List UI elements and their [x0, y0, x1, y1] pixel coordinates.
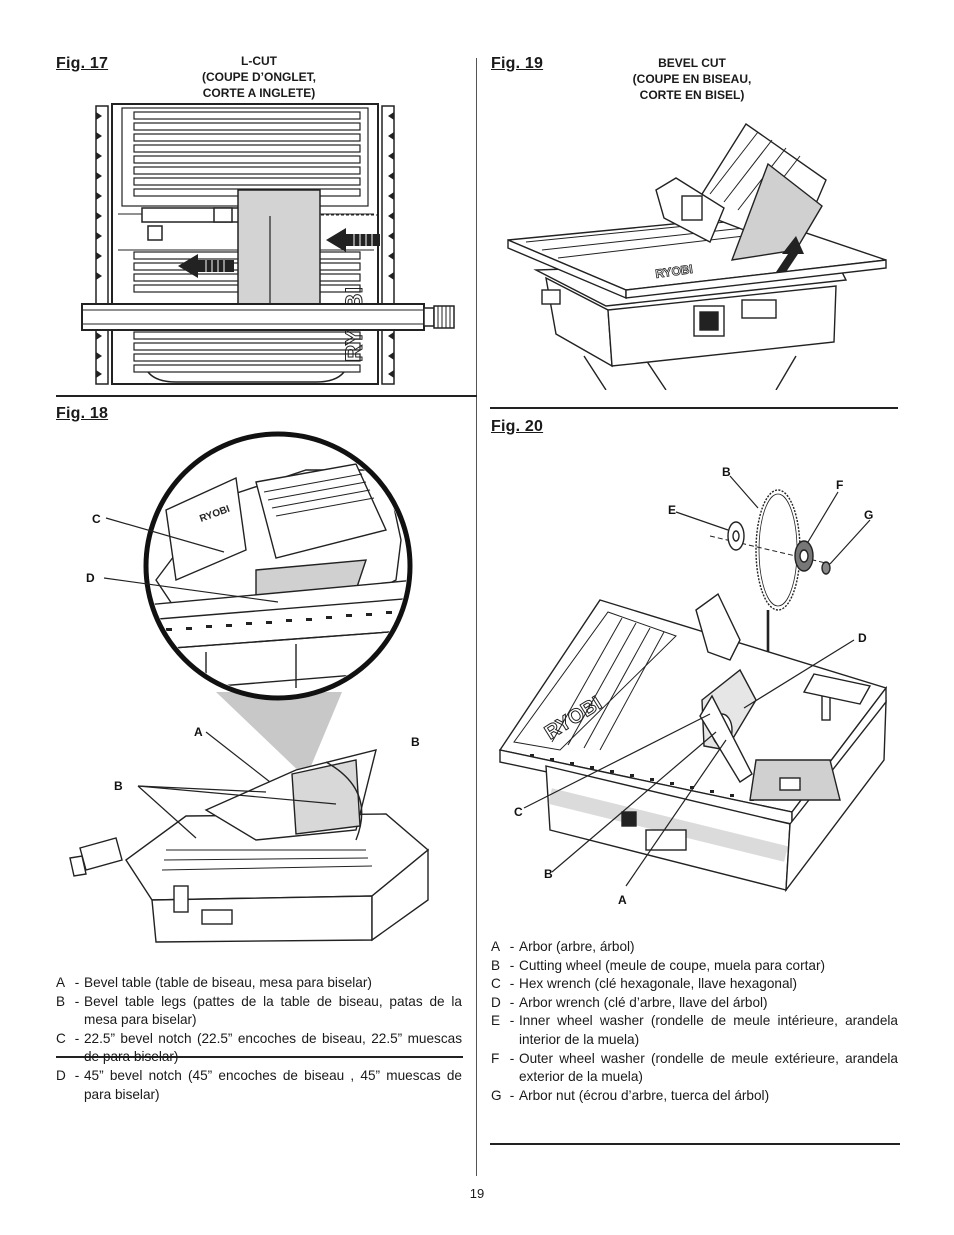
fig20-legend-item: D-Arbor wrench (clé d’arbre, llave del á…	[491, 994, 768, 1010]
fig17-caption: L-CUT (COUPE D’ONGLET, CORTE A INGLETE)	[180, 53, 338, 101]
fig18-letter-b-left: B	[114, 779, 123, 793]
fig20-leaders	[523, 475, 871, 887]
fig17-caption-line2: (COUPE D’ONGLET,	[201, 70, 316, 84]
fig18-letter-d: D	[86, 571, 95, 585]
fig18-legend-item: D-45” bevel notch (45” encoches de bisea…	[56, 1067, 462, 1102]
fig18-leaders	[103, 517, 337, 839]
svg-text:RYOBI: RYOBI	[654, 262, 693, 281]
fig20-legend-item: A-Arbor (arbre, árbol)	[491, 939, 635, 954]
center-divider	[476, 58, 477, 1176]
fig18-illustration: RYOBI	[69, 431, 430, 943]
fig18-legend-item: B-Bevel table legs (pattes de la table d…	[56, 993, 462, 1028]
fig20-label: Fig. 20	[491, 418, 544, 435]
fig20-letter-b-top: B	[722, 465, 731, 479]
fig20-letter-f: F	[836, 478, 843, 492]
fig20-letter-d: D	[858, 631, 867, 645]
fig18-label: Fig. 18	[56, 405, 109, 422]
fig20-saw: RYOBI	[498, 592, 888, 893]
fig20-illustration: RYOBI B E F G D C B	[498, 465, 888, 907]
fig17-left-rail	[95, 105, 109, 385]
fig17-right-rail	[381, 105, 395, 385]
fig17-illustration: RYOBI	[81, 103, 455, 385]
fig19-caption-line1: BEVEL CUT	[658, 56, 726, 70]
fig18-letter-b-right: B	[411, 735, 420, 749]
fig20-legend: A-Arbor (arbre, árbol) B-Cutting wheel (…	[491, 938, 898, 1105]
fig20-letter-a: A	[618, 893, 627, 907]
fig19-label: Fig. 19	[491, 55, 544, 72]
fig17-arrow-left	[178, 254, 234, 278]
fig17-caption-line3: CORTE A INGLETE)	[202, 86, 316, 100]
fig20-letter-c: C	[514, 805, 523, 819]
fig18-letter-a: A	[194, 725, 203, 739]
fig18-zoom-circle: RYOBI	[143, 431, 413, 701]
fig18-zoom-cone	[216, 692, 342, 778]
fig19-caption-line3: CORTE EN BISEL)	[639, 88, 745, 102]
fig17-table-slots-bottom	[133, 331, 361, 373]
fig20-legend-item: G-Arbor nut (écrou d’arbre, tuerca del á…	[491, 1087, 770, 1103]
fig20-legend-item: F-Outer wheel washer (rondelle de meule …	[491, 1050, 898, 1085]
rule-fig19-bottom	[490, 407, 898, 409]
fig17-arrow-right	[326, 228, 380, 252]
fig20-legend-item: C-Hex wrench (clé hexagonale, llave hexa…	[491, 976, 798, 992]
fig17-label: Fig. 17	[56, 55, 109, 72]
fig20-legend-item: E-Inner wheel washer (rondelle de meule …	[491, 1013, 898, 1047]
fig17-table-slots-top	[133, 111, 361, 197]
fig19-illustration: RYOBI	[507, 123, 887, 390]
fig20-letter-b: B	[544, 867, 553, 881]
fig18-legend: A-Bevel table (table de biseau, mesa par…	[56, 974, 462, 1104]
fig20-legend-item: B-Cutting wheel (meule de coupe, muela p…	[491, 957, 826, 973]
fig19-caption-line2: (COUPE EN BISEAU,	[632, 72, 752, 86]
page-number: 19	[469, 1186, 485, 1201]
fig18-saw-body	[69, 749, 430, 943]
rule-fig20-bottom	[490, 1143, 900, 1145]
fig20-letter-g: G	[864, 508, 873, 522]
fig20-letter-e: E	[668, 503, 676, 517]
fig18-legend-item: C-22.5” bevel notch (22.5” encoches de b…	[56, 1030, 462, 1065]
fig19-caption: BEVEL CUT (COUPE EN BISEAU, CORTE EN BIS…	[612, 55, 772, 103]
rule-fig17-bottom	[56, 395, 477, 397]
fig18-letter-c: C	[92, 512, 101, 526]
fig17-caption-line1: L-CUT	[241, 54, 277, 68]
fig18-legend-item: A-Bevel table (table de biseau, mesa par…	[56, 975, 372, 990]
rule-fig18-legend	[56, 1056, 463, 1058]
